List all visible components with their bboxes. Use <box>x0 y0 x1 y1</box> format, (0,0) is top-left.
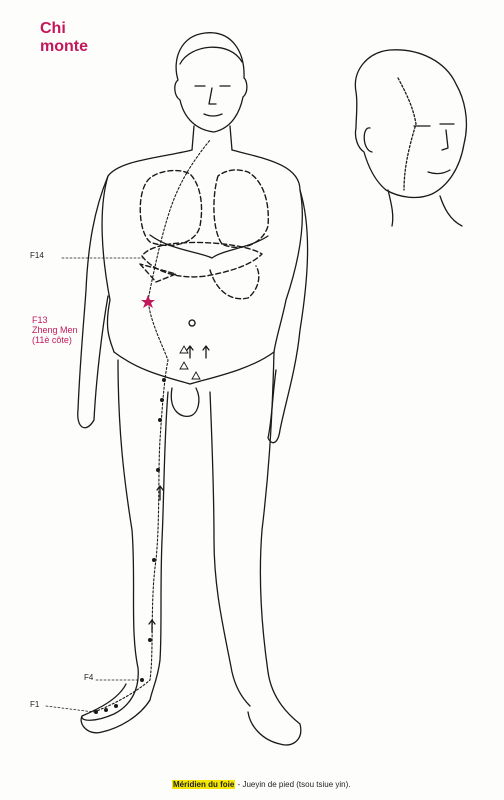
label-f13: F13 Zheng Men (11è côte) <box>32 315 78 345</box>
point-leg-2 <box>152 558 156 562</box>
title-line-1: Chi <box>40 20 88 38</box>
face-nose <box>442 130 448 150</box>
hair-line <box>180 47 242 64</box>
label-f13-code: F13 <box>32 315 78 325</box>
arrow-up-3 <box>203 346 209 358</box>
diagram-title: Chi monte <box>40 20 88 56</box>
label-f4: F4 <box>84 673 93 682</box>
torso-outline <box>102 150 302 352</box>
left-leg-inner <box>150 392 168 700</box>
face-meridian <box>398 78 416 190</box>
point-thigh <box>162 378 166 382</box>
point-foot-3 <box>114 704 118 708</box>
figure-caption: Méridien du foie - Jueyin de pied (tsou … <box>172 780 351 789</box>
face-mouth <box>428 170 450 174</box>
liver <box>142 242 262 276</box>
groin <box>171 388 199 416</box>
arrow-up-4 <box>149 620 155 632</box>
right-lung <box>214 170 268 248</box>
right-leg <box>248 352 301 745</box>
label-f1: F1 <box>30 700 39 709</box>
label-f14: F14 <box>30 251 44 260</box>
face-ear <box>364 128 372 152</box>
point-leg-5 <box>160 398 164 402</box>
point-f13-star <box>141 295 155 308</box>
ribcage <box>150 235 268 258</box>
f1-leader <box>46 706 94 712</box>
left-arm <box>78 176 108 428</box>
right-leg-inner <box>210 392 250 706</box>
point-leg-3 <box>156 468 160 472</box>
caption-highlight: Méridien du foie <box>172 780 235 789</box>
caption-rest: - Jueyin de pied (tsou tsiue yin). <box>235 780 350 789</box>
stomach <box>210 266 259 299</box>
point-triangle-2 <box>180 362 188 369</box>
point-leg-1 <box>148 638 152 642</box>
point-triangle-3 <box>192 372 200 379</box>
point-f4 <box>140 678 144 682</box>
left-leg <box>82 360 138 720</box>
navel <box>189 320 195 326</box>
arrow-up-1 <box>157 486 163 500</box>
gallbladder <box>140 264 176 282</box>
neck <box>192 126 232 150</box>
face-eyes <box>414 124 454 126</box>
label-f13-note: (11è côte) <box>32 335 78 345</box>
point-foot-2 <box>104 708 108 712</box>
title-line-2: monte <box>40 38 88 56</box>
nose <box>209 88 216 104</box>
mouth <box>204 114 222 116</box>
point-f1 <box>94 710 98 714</box>
point-leg-4 <box>158 418 162 422</box>
label-f13-name: Zheng Men <box>32 325 78 335</box>
